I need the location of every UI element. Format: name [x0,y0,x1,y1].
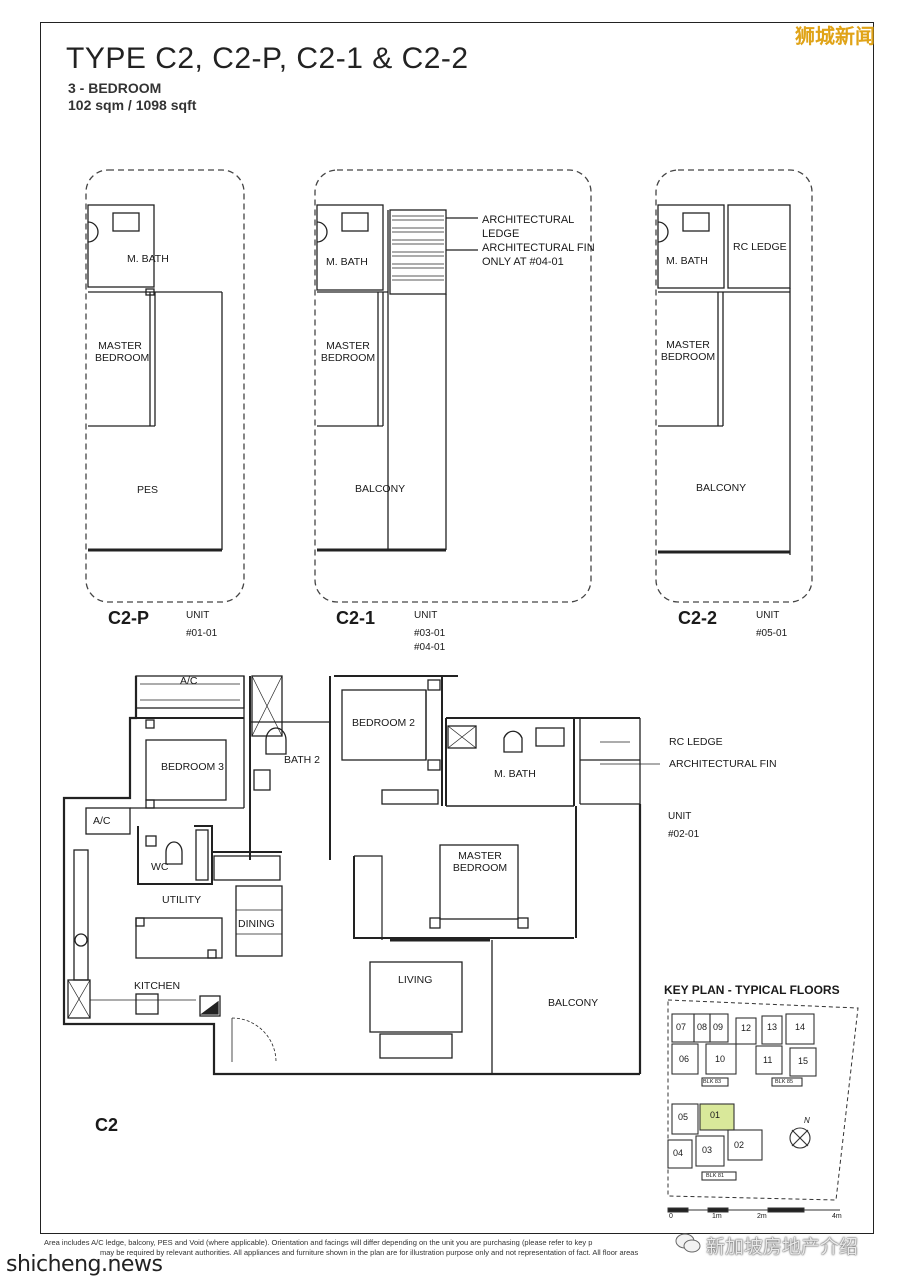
watermark-wechat: 新加坡房地产介绍 [706,1236,859,1258]
bedroom2-label: BEDROOM 2 [352,717,416,729]
page-frame [40,22,874,1234]
block-85: BLK 85 [775,1079,794,1085]
balcony-label: BALCONY [355,483,406,495]
bath2-label: BATH 2 [284,754,320,766]
variant-code: C2-2 [678,608,718,628]
unit-01-highlight: 01 [710,1110,721,1120]
unit-area: 102 sqm / 1098 sqft [68,97,197,113]
rc-ledge-callout: RC LEDGE [669,736,723,748]
rc-ledge-label: RC LEDGE [733,241,787,253]
kitchen-label: KITCHEN [134,980,181,992]
mbath-label: M. BATH [494,768,536,780]
scale-0: 0 [669,1213,673,1220]
architectural-fin-callout: ARCHITECTURAL FIN [669,758,777,770]
unit-03: 03 [702,1145,713,1155]
unit-07: 07 [676,1022,687,1032]
unit-label: UNIT [414,610,438,621]
mbath-label: M. BATH [666,255,708,267]
scale-1m: 1m [712,1213,722,1220]
mbath-label: M. BATH [326,256,368,268]
key-plan-title: KEY PLAN - TYPICAL FLOORS [664,983,840,997]
page-title: TYPE C2, C2-P, C2-1 & C2-2 [66,42,469,75]
balcony-label: BALCONY [696,482,747,494]
mbath-label: M. BATH [127,253,169,265]
unit-10: 10 [715,1054,726,1064]
block-81: BLK 81 [706,1173,725,1179]
block-83: BLK 83 [703,1079,722,1085]
architectural-notes: ARCHITECTURAL LEDGE ARCHITECTURAL FIN ON… [482,214,595,268]
unit-08: 08 [697,1022,708,1032]
unit-15: 15 [798,1056,809,1066]
utility-label: UTILITY [162,894,202,906]
balcony-label: BALCONY [548,997,599,1009]
wc-label: WC [151,861,169,873]
scale-4m: 4m [832,1213,842,1220]
watermark-top: 狮城新闻 [795,24,875,48]
scale-2m: 2m [757,1213,767,1220]
ac-left-label: A/C [93,815,111,827]
unit-number: #04-01 [414,642,446,653]
dining-label: DINING [238,918,275,930]
unit-04: 04 [673,1148,684,1158]
unit-number: #03-01 [414,628,446,639]
unit-number: #05-01 [756,628,788,639]
pes-label: PES [137,484,159,496]
unit-number: #01-01 [186,628,218,639]
unit-number: #02-01 [668,829,700,840]
north-label: N [804,1116,810,1125]
unit-label: UNIT [668,811,692,822]
plan-code: C2 [95,1115,119,1135]
variant-code: C2-P [108,608,150,628]
unit-label: UNIT [186,610,210,621]
living-label: LIVING [398,974,433,986]
bedroom-count: 3 - BEDROOM [68,80,162,96]
unit-13: 13 [767,1022,778,1032]
ac-top-label: A/C [180,675,198,687]
bedroom3-label: BEDROOM 3 [161,761,225,773]
unit-14: 14 [795,1022,806,1032]
unit-06: 06 [679,1054,690,1064]
unit-11: 11 [763,1055,773,1065]
unit-02: 02 [734,1140,745,1150]
unit-label: UNIT [756,610,780,621]
watermark-site: shicheng.news [6,1252,163,1277]
wechat-icon [675,1233,701,1253]
unit-12: 12 [741,1023,752,1033]
unit-09: 09 [713,1022,724,1032]
unit-05: 05 [678,1112,689,1122]
variant-code: C2-1 [336,608,376,628]
footnote: Area includes A/C ledge, balcony, PES an… [44,1238,639,1257]
